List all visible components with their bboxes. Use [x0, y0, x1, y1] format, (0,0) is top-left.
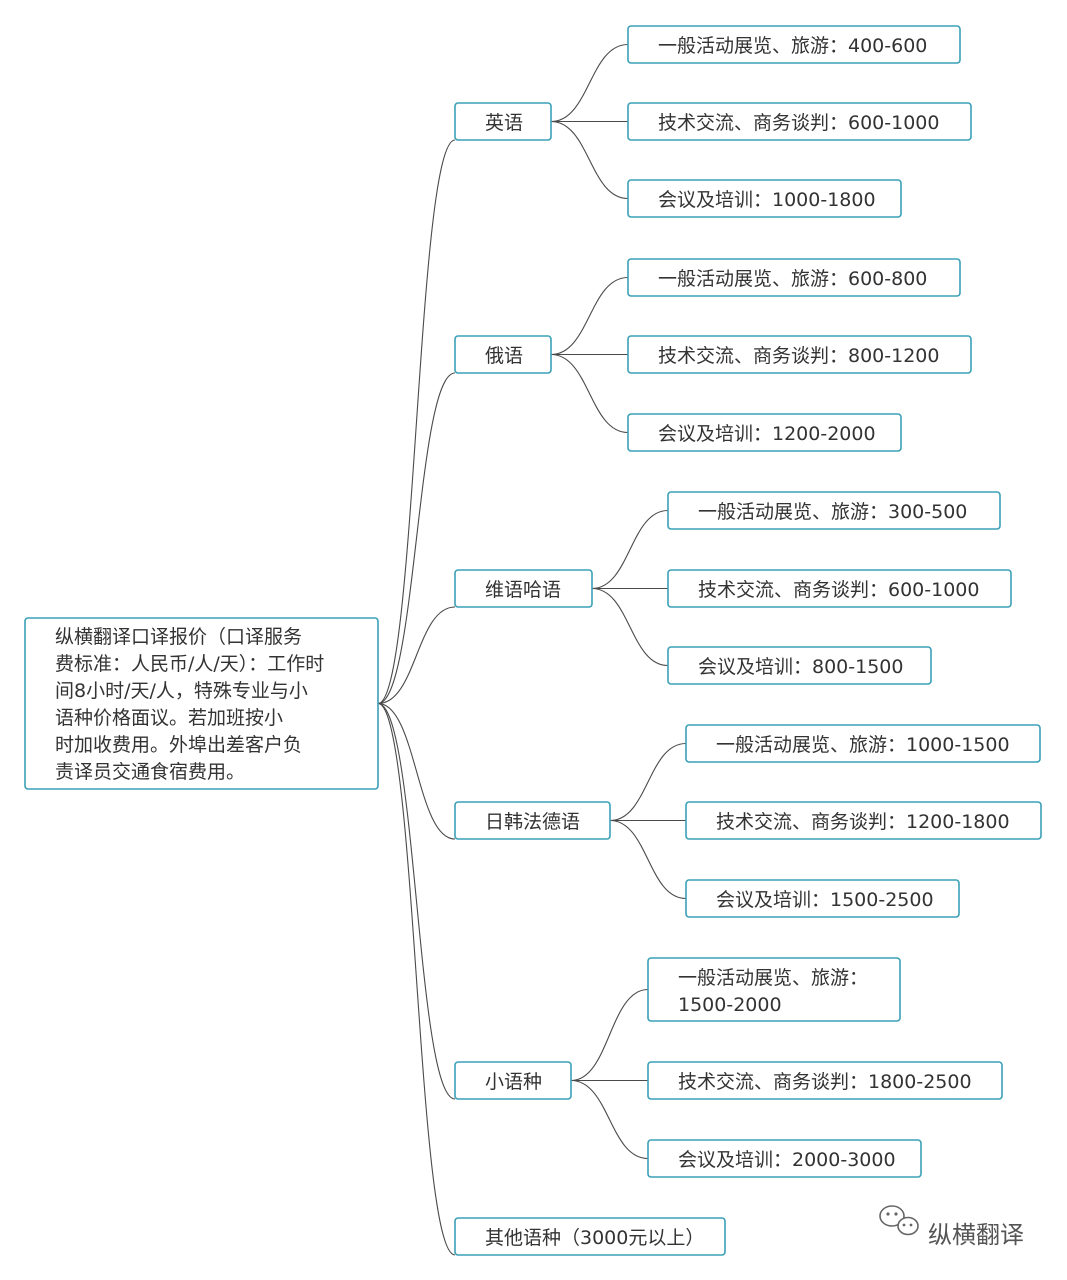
language-node: 日韩法德语: [454, 801, 611, 840]
watermark-text: 纵横翻译: [928, 1221, 1024, 1249]
language-node-text: 日韩法德语: [485, 811, 580, 833]
root-node-text: 时加收费用。外埠出差客户负: [55, 734, 302, 756]
price-node-text: 技术交流、商务谈判：1200-1800: [716, 811, 1010, 833]
language-node: 俄语: [454, 335, 552, 374]
price-node-text: 会议及培训：1500-2500: [716, 889, 934, 911]
price-node: 会议及培训：800-1500: [667, 646, 932, 685]
price-node-box: [627, 335, 972, 374]
price-node: 一般活动展览、旅游：400-600: [627, 25, 961, 64]
price-node: 会议及培训：1200-2000: [627, 413, 902, 452]
price-node: 技术交流、商务谈判：600-1000: [667, 569, 1012, 608]
root-node-text: 责译员交通食宿费用。: [55, 761, 245, 783]
price-node-box: [627, 413, 902, 452]
price-node-text: 会议及培训：800-1500: [698, 656, 903, 678]
price-node-text: 会议及培训：1000-1800: [658, 189, 876, 211]
language-to-price-connector: [550, 120, 629, 200]
language-node-text: 维语哈语: [485, 579, 561, 601]
price-node-box: [647, 957, 901, 1022]
root-to-language-connector: [377, 606, 456, 705]
language-to-price-connector: [570, 988, 649, 1082]
language-node: 英语: [454, 102, 552, 141]
price-node-text: 一般活动展览、旅游：1000-1500: [716, 734, 1010, 756]
price-node: 技术交流、商务谈判：600-1000: [627, 102, 972, 141]
language-to-price-connector: [550, 43, 629, 123]
price-node: 一般活动展览、旅游： 1500-2000: [647, 957, 901, 1022]
root-to-language-connector: [377, 139, 456, 705]
language-node-box: [454, 569, 593, 608]
language-to-price-connector: [609, 742, 687, 822]
root-to-language-connector: [377, 702, 456, 1100]
price-node-text: 会议及培训：1200-2000: [658, 423, 876, 445]
price-node-text: 技术交流、商务谈判：600-1000: [698, 579, 979, 601]
root-to-language-connector: [377, 702, 456, 1256]
price-node-text: 会议及培训：2000-3000: [678, 1149, 896, 1171]
price-node-text: 技术交流、商务谈判：1800-2500: [678, 1071, 972, 1093]
root-to-language-connector: [377, 702, 456, 840]
root-node-box: [24, 617, 379, 790]
price-node-box: [647, 1061, 1003, 1100]
price-node: 一般活动展览、旅游：1000-1500: [685, 724, 1041, 763]
price-node: 一般活动展览、旅游：300-500: [667, 491, 1001, 530]
price-node-text: 一般活动展览、旅游：: [678, 967, 868, 989]
language-to-price-connector: [550, 276, 629, 356]
price-node-text: 技术交流、商务谈判：800-1200: [658, 345, 939, 367]
price-node-box: [667, 491, 1001, 530]
nodes: 纵横翻译口译报价（口译服务费标准：人民币/人/天）：工作时间8小时/天/人，特殊…: [24, 25, 1042, 1256]
wechat-icon: [879, 1205, 919, 1236]
price-node-box: [627, 102, 972, 141]
price-node-text: 技术交流、商务谈判：600-1000: [658, 112, 939, 134]
language-node: 其他语种（3000元以上）: [454, 1217, 726, 1256]
language-node-box: [454, 335, 552, 374]
language-node-box: [454, 1061, 572, 1100]
root-node-text: 间8小时/天/人，特殊专业与小: [55, 680, 308, 702]
price-node: 技术交流、商务谈判：800-1200: [627, 335, 972, 374]
connectors: [377, 43, 687, 1256]
price-node-text: 一般活动展览、旅游：300-500: [698, 501, 967, 523]
price-node-box: [685, 879, 960, 918]
root-node-text: 费标准：人民币/人/天）：工作时: [55, 653, 324, 675]
language-node: 小语种: [454, 1061, 572, 1100]
language-node: 维语哈语: [454, 569, 593, 608]
price-node-box: [627, 25, 961, 64]
language-node-text: 英语: [485, 112, 523, 134]
price-node-box: [667, 646, 932, 685]
language-node-text: 小语种: [485, 1071, 542, 1093]
price-node: 一般活动展览、旅游：600-800: [627, 258, 961, 297]
price-node-box: [627, 179, 902, 218]
language-node-box: [454, 102, 552, 141]
language-node-text: 其他语种（3000元以上）: [485, 1227, 704, 1249]
root-to-language-connector: [377, 372, 456, 705]
price-node-text: 一般活动展览、旅游：400-600: [658, 35, 927, 57]
language-to-price-connector: [609, 819, 687, 900]
price-node: 会议及培训：1500-2500: [685, 879, 960, 918]
language-node-box: [454, 1217, 726, 1256]
language-node-text: 俄语: [485, 345, 523, 367]
price-node-box: [627, 258, 961, 297]
watermark: 纵横翻译: [879, 1205, 1024, 1249]
language-to-price-connector: [591, 509, 669, 590]
price-node: 技术交流、商务谈判：1800-2500: [647, 1061, 1003, 1100]
language-to-price-connector: [550, 353, 629, 434]
price-node: 会议及培训：1000-1800: [627, 179, 902, 218]
root-node: 纵横翻译口译报价（口译服务费标准：人民币/人/天）：工作时间8小时/天/人，特殊…: [24, 617, 379, 790]
price-node: 技术交流、商务谈判：1200-1800: [685, 801, 1042, 840]
price-node-box: [647, 1139, 922, 1178]
price-node-text: 一般活动展览、旅游：600-800: [658, 268, 927, 290]
price-node-box: [667, 569, 1012, 608]
price-node-box: [685, 801, 1042, 840]
price-node: 会议及培训：2000-3000: [647, 1139, 922, 1178]
language-to-price-connector: [570, 1079, 649, 1160]
root-node-text: 纵横翻译口译报价（口译服务: [55, 626, 302, 648]
language-to-price-connector: [591, 587, 669, 667]
root-node-text: 语种价格面议。若加班按小: [55, 707, 283, 729]
price-node-text: 1500-2000: [678, 994, 782, 1016]
language-node-box: [454, 801, 611, 840]
price-node-box: [685, 724, 1041, 763]
